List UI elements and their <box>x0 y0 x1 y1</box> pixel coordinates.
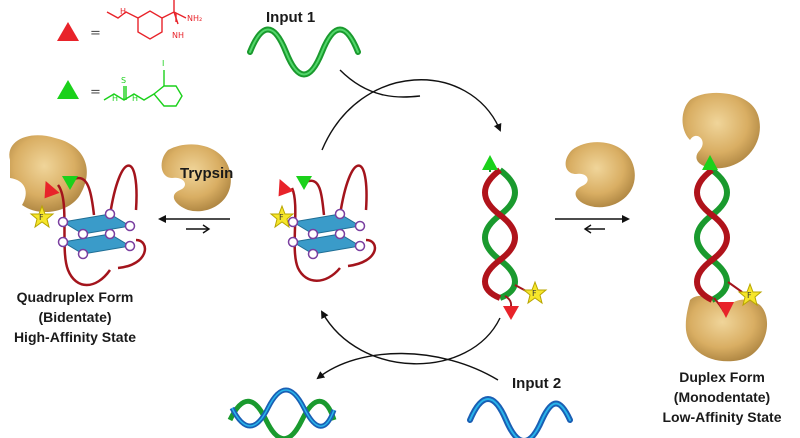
green-triangle-icon <box>57 80 79 99</box>
input-1-strand <box>247 26 361 78</box>
equilibrium-left <box>158 215 230 234</box>
cycle-arrows <box>316 69 502 381</box>
duplex-caption-line-1: Duplex Form <box>679 369 765 385</box>
input1-join-arrow <box>339 69 421 98</box>
equals-sign-2: = <box>90 85 101 100</box>
quadruplex-complex: F <box>9 135 147 287</box>
trypsin-protein <box>161 144 231 212</box>
protein-blob-left <box>9 135 87 213</box>
quadruplex-caption-line-3: High-Affinity State <box>14 329 136 345</box>
f-label-center: F <box>279 213 284 222</box>
free-quadruplex: F <box>269 164 377 282</box>
output-duplex <box>227 387 337 438</box>
quadruplex-caption: Quadruplex Form (Bidentate) High-Affinit… <box>14 289 136 345</box>
input-2-label: Input 2 <box>512 375 561 392</box>
duplex-caption-line-3: Low-Affinity State <box>663 409 782 425</box>
equilibrium-right <box>555 215 630 234</box>
protein-top-right <box>682 92 760 169</box>
quadruplex-caption-line-1: Quadruplex Form <box>17 289 134 305</box>
benzamidine-structure <box>106 0 187 40</box>
duplex-caption-line-2: (Monodentate) <box>674 389 770 405</box>
f-label-left: F <box>39 213 44 222</box>
green-ligand-marker <box>62 176 78 190</box>
output-arrow <box>316 352 499 381</box>
top-cycle-arrow <box>321 79 502 151</box>
duplex-complex: F <box>682 92 768 362</box>
trypsin-label: Trypsin <box>180 165 233 182</box>
protein-bottom-right <box>685 295 768 362</box>
nh-imine-atom: NH <box>172 31 184 40</box>
nh2-atom: NH₂ <box>187 14 202 23</box>
quadruplex-caption-line-2: (Bidentate) <box>38 309 111 325</box>
input-1-label: Input 1 <box>266 9 315 26</box>
f-label-duplex: F <box>532 289 537 298</box>
s-atom: S <box>121 76 126 85</box>
fluorophore-star-left: F <box>29 204 55 229</box>
i-atom: I <box>162 59 164 68</box>
duplex-free: F <box>482 155 548 320</box>
red-triangle-icon <box>57 22 79 41</box>
nh-atom-2: H <box>132 94 138 103</box>
red-ligand-marker <box>44 180 60 199</box>
legend-red-ligand: = H NH₂ NH <box>57 0 202 41</box>
free-protein-right <box>565 142 635 208</box>
duplex-caption: Duplex Form (Monodentate) Low-Affinity S… <box>663 369 782 425</box>
equals-sign: = <box>90 26 101 41</box>
f-label-right: F <box>747 291 752 300</box>
bottom-cycle-arrow <box>321 310 501 365</box>
nh-atom-1: H <box>112 94 118 103</box>
nh-atom: H <box>120 7 126 16</box>
legend-green-ligand: = S I H H <box>57 59 183 107</box>
input-2-strand <box>467 396 573 438</box>
thiourea-structure <box>103 70 183 107</box>
